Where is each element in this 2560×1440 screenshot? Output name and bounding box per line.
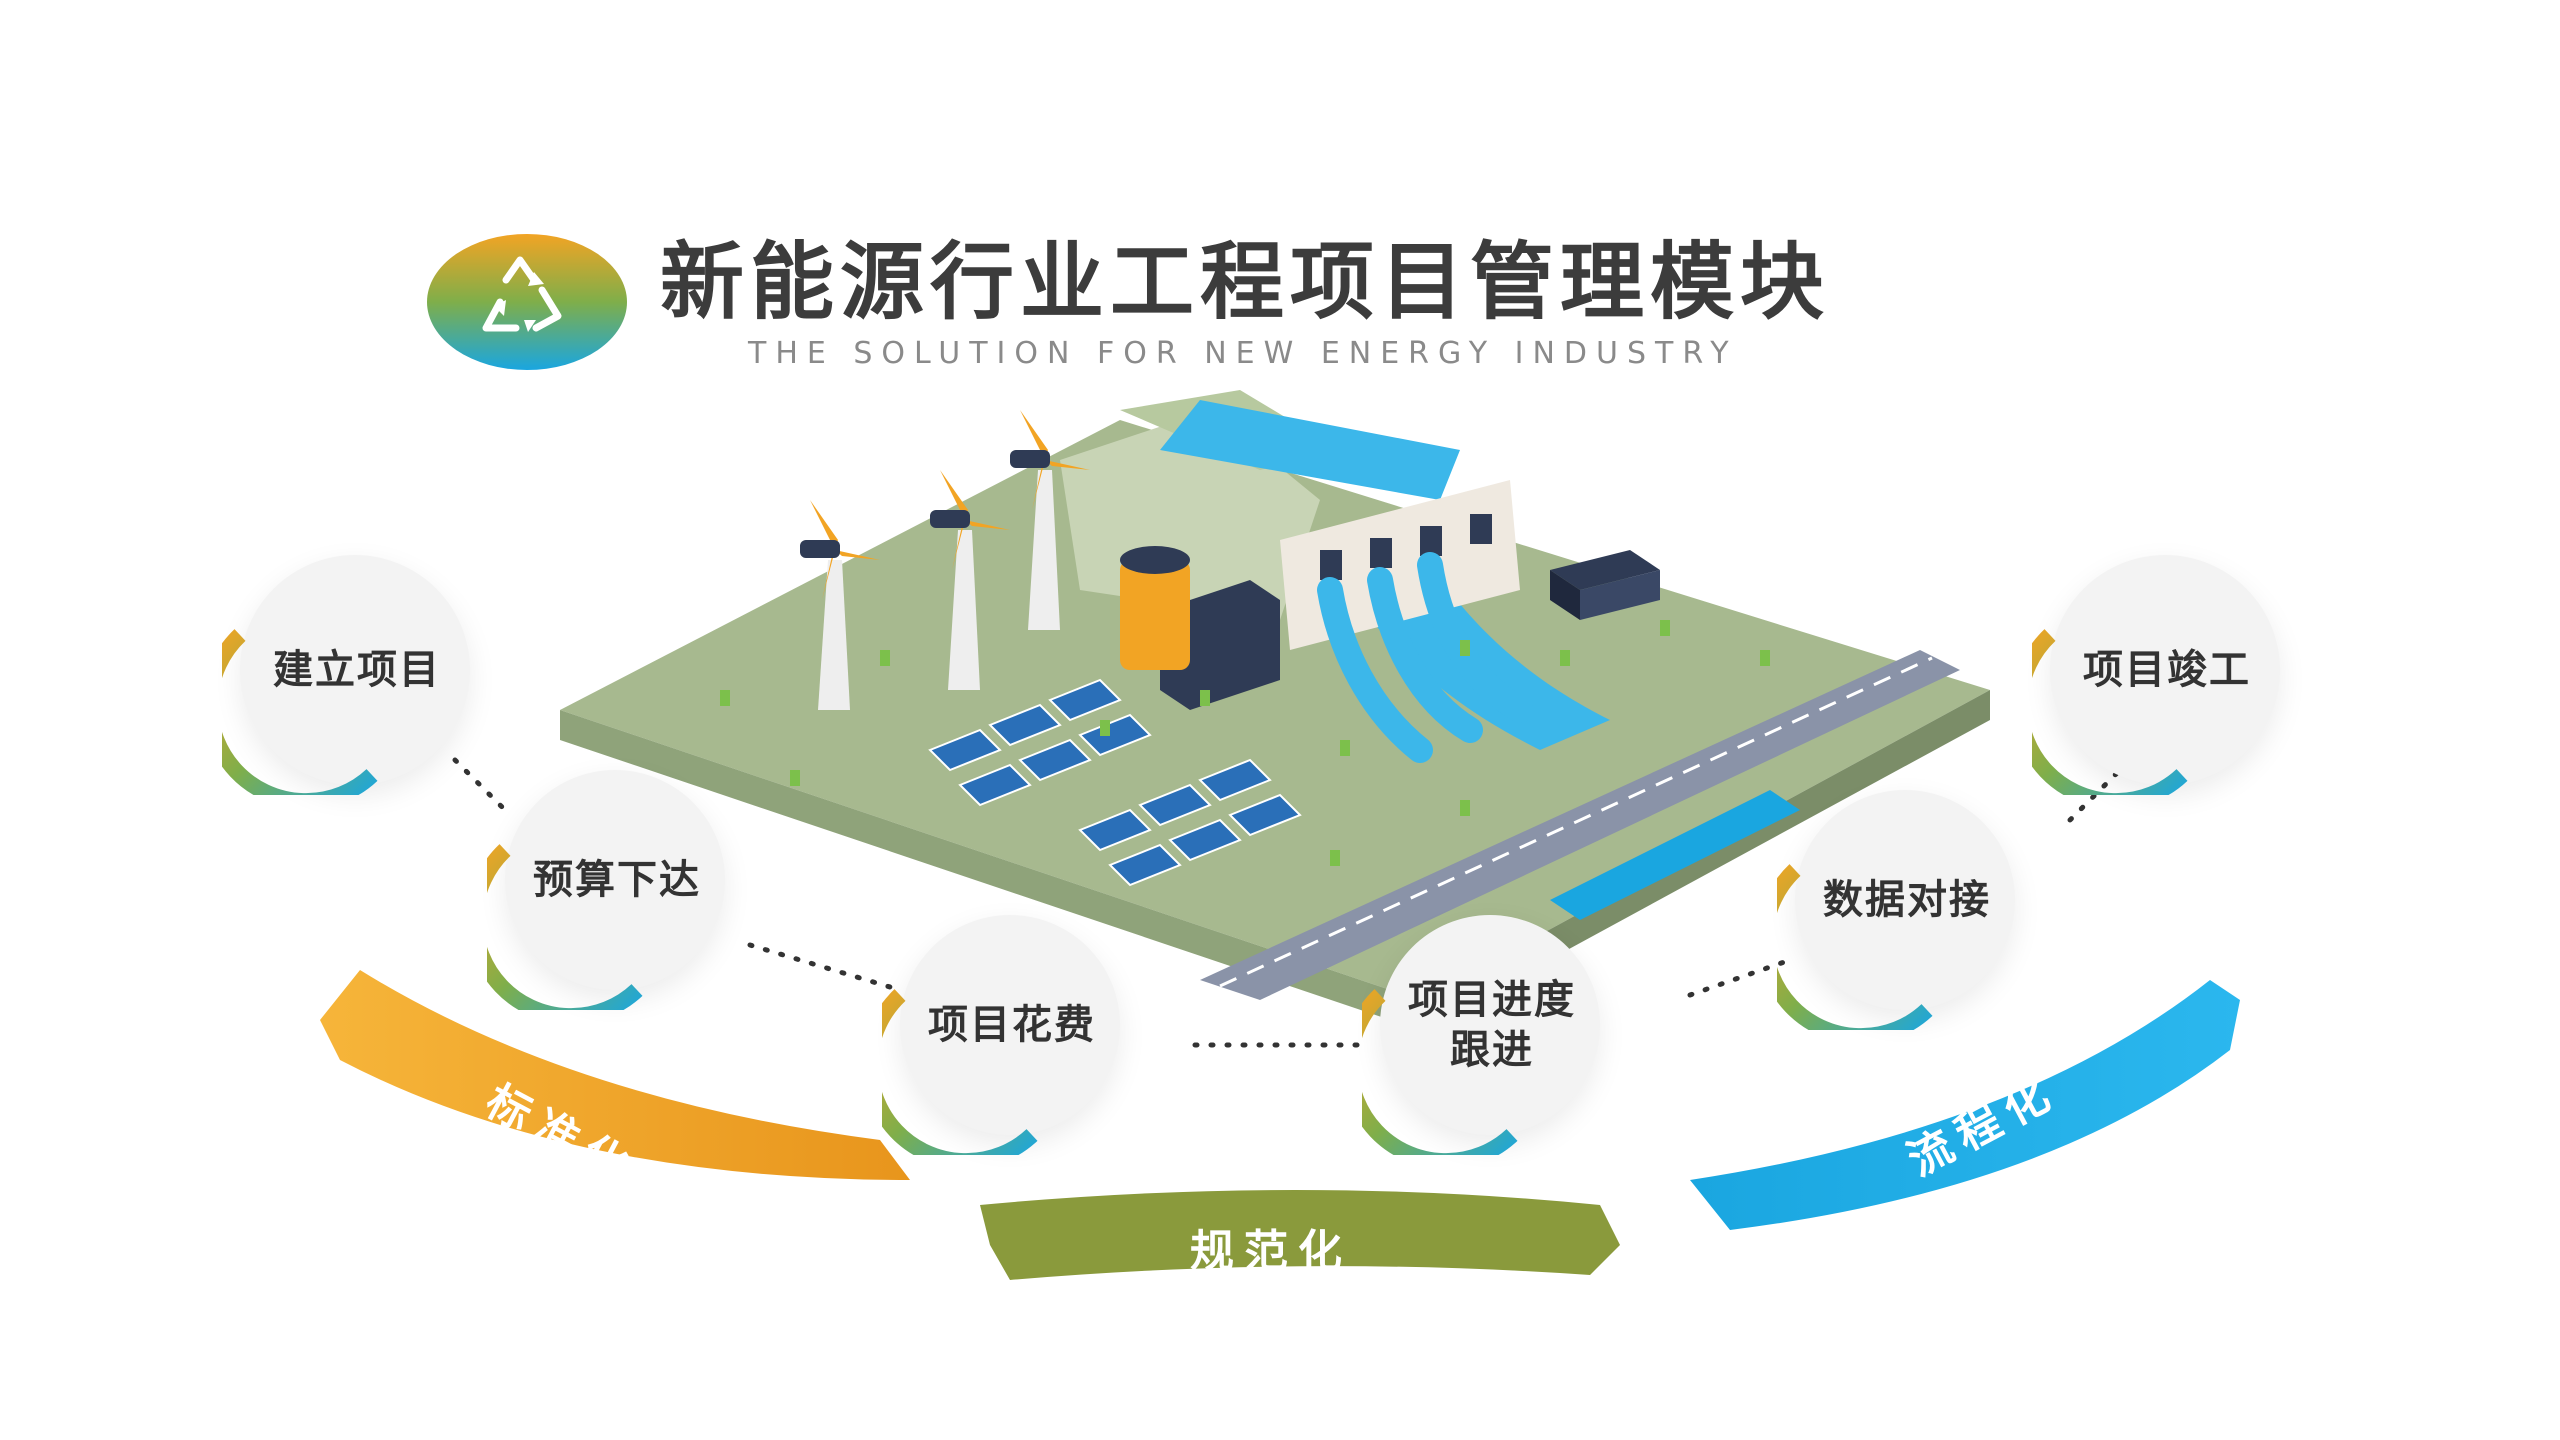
stage-progress-tracking: 项目进度跟进	[1362, 915, 1600, 1155]
stage-arc-icon	[882, 989, 1038, 1155]
stage-arc-icon	[1362, 989, 1518, 1155]
solar-panels	[928, 678, 1302, 887]
road	[1200, 650, 1960, 1000]
stage-create-project: 建立项目	[222, 555, 470, 795]
energy-scene-illustration	[560, 390, 1990, 1030]
stage-data-integration: 数据对接	[1777, 790, 2015, 1030]
stage-arc-icon	[487, 844, 643, 1010]
page-title: 新能源行业工程项目管理模块	[660, 233, 1831, 331]
stage-label: 建立项目	[273, 647, 441, 693]
stage-project-completion: 项目竣工	[2032, 555, 2280, 795]
stage-label: 项目进度跟进	[1408, 977, 1576, 1073]
ground-top	[560, 420, 1990, 1000]
stage-label: 项目竣工	[2083, 647, 2251, 693]
wind-turbines	[800, 410, 1090, 710]
stage-label: 项目花费	[928, 1002, 1096, 1048]
stage-label: 预算下达	[533, 857, 701, 903]
stage-project-cost: 项目花费	[882, 915, 1120, 1155]
ribbon-right	[1690, 980, 2240, 1230]
stage-arc-icon	[2032, 629, 2188, 795]
ribbon-middle	[980, 1190, 1620, 1280]
recycle-icon	[427, 234, 627, 370]
ribbon-left	[320, 970, 910, 1180]
ribbon-middle-label: 规范化	[1190, 1226, 1352, 1277]
ground-side-left	[560, 710, 1420, 1030]
stage-label: 数据对接	[1823, 877, 1991, 923]
stage-arc-icon	[1777, 864, 1933, 1030]
stage-arc-icon	[222, 629, 378, 795]
stage-budget-issued: 预算下达	[487, 770, 725, 1010]
page-subtitle: THE SOLUTION FOR NEW ENERGY INDUSTRY	[748, 336, 1738, 371]
